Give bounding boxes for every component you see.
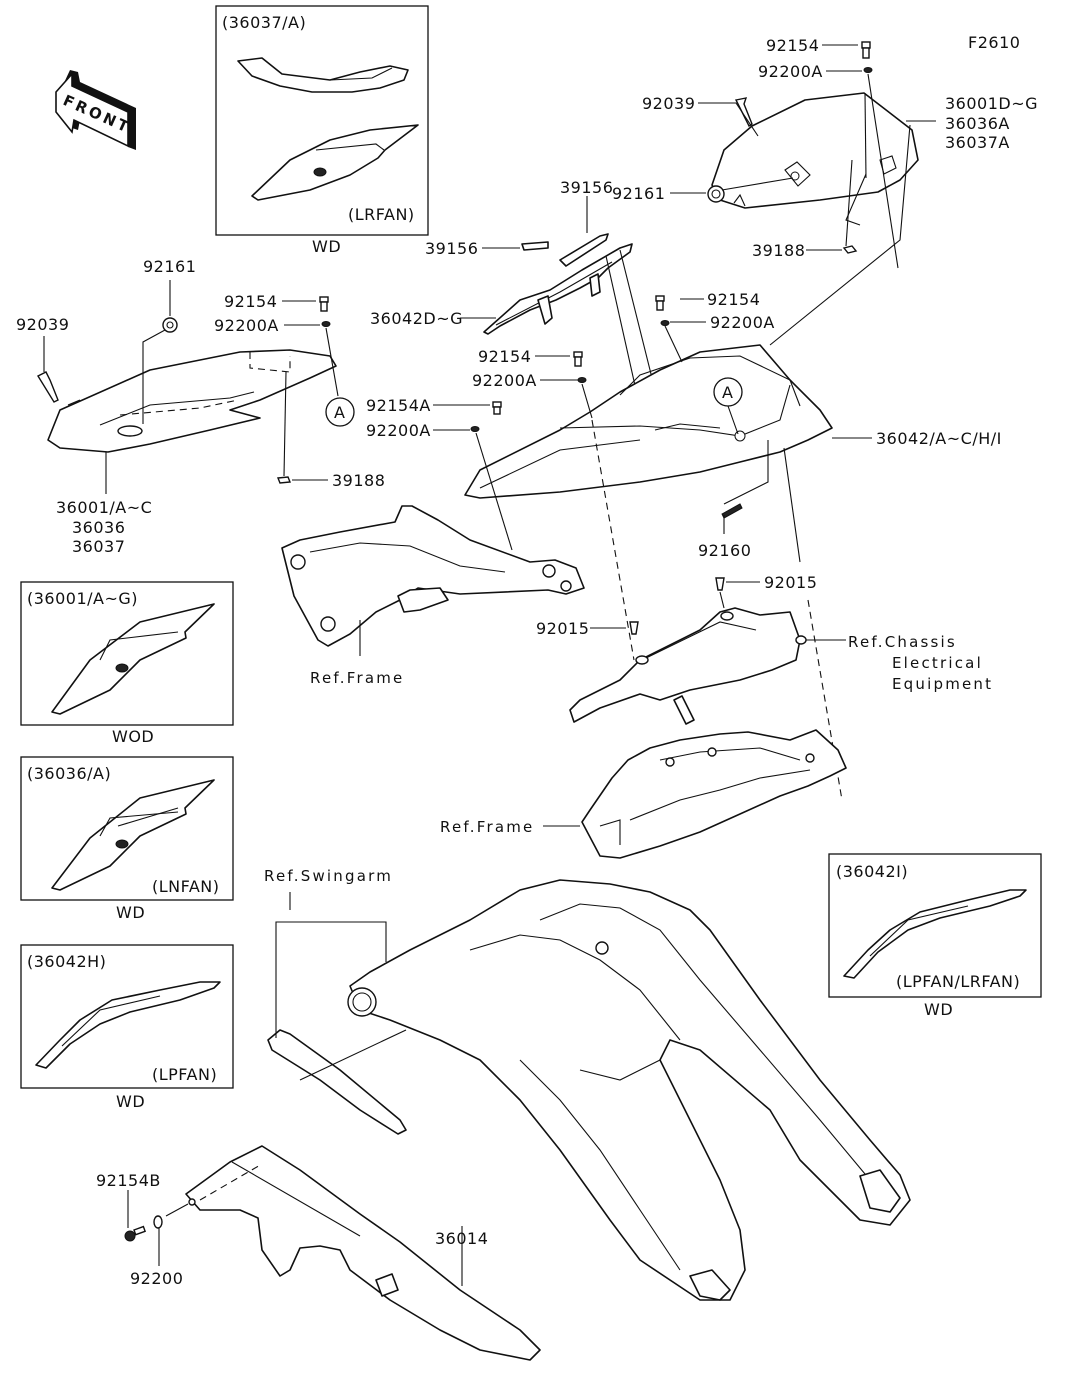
ref-frame-upper: Ref.Frame (310, 669, 404, 687)
tape-icon (842, 245, 858, 254)
chain-slider (267, 1029, 407, 1135)
callout-92154B: 92154B (96, 1171, 161, 1190)
callout-92200A-a: 92200A (366, 421, 431, 440)
variant-box-36042H: (36042H) (LPFAN) WD (20, 944, 234, 1111)
callout-92154-left: 92154 (224, 292, 277, 311)
grab-handle (483, 243, 633, 335)
trim-strip-left (521, 241, 549, 251)
callout-92200A-top: 92200A (758, 62, 823, 81)
ref-mark-a-left (325, 397, 355, 427)
bolt-icon (655, 295, 665, 311)
washer-icon (153, 1215, 163, 1229)
callout-92154-mid: 92154 (478, 347, 531, 366)
callout-36014: 36014 (435, 1229, 488, 1248)
rear-frame (581, 729, 847, 859)
variant-tag: (LPFAN/LRFAN) (896, 972, 1020, 991)
callout-92200A-mid: 92200A (472, 371, 537, 390)
variant-title: (36042I) (836, 862, 908, 881)
callout-36001-A-C: 36001/A~C (56, 498, 152, 517)
tail-cover-lower-sketch (251, 124, 419, 201)
variant-caption: WD (116, 1092, 145, 1111)
callout-92161-left: 92161 (143, 257, 196, 276)
callout-36037A: 36037A (945, 133, 1010, 152)
callout-92015-left: 92015 (536, 619, 589, 638)
ref-chassis-line-1: Ref.Chassis (848, 633, 957, 651)
callout-39188-left: 39188 (332, 471, 385, 490)
collar-icon (715, 577, 725, 591)
callout-92154-mid-right: 92154 (707, 290, 760, 309)
callout-39188-right: 39188 (752, 241, 805, 260)
chain-guard (185, 1145, 541, 1361)
bolt-icon (124, 1225, 147, 1242)
ref-swingarm: Ref.Swingarm (264, 867, 393, 885)
callout-39156-left: 39156 (425, 239, 478, 258)
ref-frame-lower: Ref.Frame (440, 818, 534, 836)
side-cover-right (711, 92, 919, 209)
ref-chassis-line-3: Equipment (892, 675, 993, 693)
callout-92015-right: 92015 (764, 573, 817, 592)
grommet-icon (707, 185, 725, 203)
variant-caption: WOD (112, 727, 154, 746)
bolt-icon (861, 41, 871, 59)
figure-code: F2610 (968, 33, 1020, 52)
callout-36036A: 36036A (945, 114, 1010, 133)
washer-icon (577, 377, 587, 383)
callout-36042D-G: 36042D~G (370, 309, 463, 328)
variant-caption: WD (312, 237, 341, 256)
callout-36037: 36037 (72, 537, 125, 556)
washer-icon (470, 426, 480, 432)
callout-36042-A-C-H-I: 36042/A~C/H/I (876, 429, 1002, 448)
variant-box-36036: (36036/A) (LNFAN) WD (20, 756, 234, 922)
callout-92200: 92200 (130, 1269, 183, 1288)
swingarm (347, 879, 911, 1301)
bolt-icon (492, 401, 502, 415)
trim-strip-top (559, 233, 609, 267)
ref-mark-a-label: A (722, 383, 733, 402)
washer-icon (660, 320, 670, 326)
bolt-icon (319, 296, 329, 312)
callout-92039-top: 92039 (642, 94, 695, 113)
washer-icon (863, 67, 873, 73)
variant-title: (36001/A~G) (27, 589, 138, 608)
callout-36001D-G: 36001D~G (945, 94, 1038, 113)
electrical-tray (569, 607, 807, 725)
rivet-icon (734, 97, 753, 128)
variant-caption: WD (924, 1000, 953, 1019)
tail-cover-upper-sketch (237, 57, 409, 93)
side-cover-left (47, 349, 337, 453)
ref-chassis-line-2: Electrical (892, 654, 983, 672)
variant-title: (36036/A) (27, 764, 111, 783)
frame-sub-rail (281, 505, 585, 647)
ref-mark-a-label: A (334, 403, 345, 422)
bolt-icon (573, 351, 583, 367)
variant-box-36001: (36001/A~G) WOD (20, 581, 234, 746)
callout-92200A-mid-right: 92200A (710, 313, 775, 332)
tape-icon (277, 476, 291, 484)
tail-cover (464, 344, 833, 499)
variant-box-36042I: (36042I) (LPFAN/LRFAN) WD (828, 853, 1042, 1019)
variant-tag: (LPFAN) (152, 1065, 217, 1084)
variant-tag: (LRFAN) (348, 205, 415, 224)
front-arrow-icon: FRONT (55, 70, 136, 150)
callout-92161-right: 92161 (612, 184, 665, 203)
callout-92154-top: 92154 (766, 36, 819, 55)
callout-92039-left: 92039 (16, 315, 69, 334)
callout-92160: 92160 (698, 541, 751, 560)
callout-36036: 36036 (72, 518, 125, 537)
collar-icon (629, 621, 639, 635)
grommet-icon (162, 317, 178, 333)
variant-title: (36042H) (27, 952, 106, 971)
callout-92200A-left: 92200A (214, 316, 279, 335)
washer-icon (321, 321, 331, 327)
variant-title: (36037/A) (222, 13, 306, 32)
variant-box-36037: (36037/A) (LRFAN) WD (215, 5, 429, 256)
rivet-icon (37, 371, 59, 403)
callout-92154A: 92154A (366, 396, 431, 415)
callout-39156-top: 39156 (560, 178, 613, 197)
variant-caption: WD (116, 903, 145, 922)
variant-tag: (LNFAN) (152, 877, 220, 896)
spring-nut-icon (721, 503, 743, 519)
